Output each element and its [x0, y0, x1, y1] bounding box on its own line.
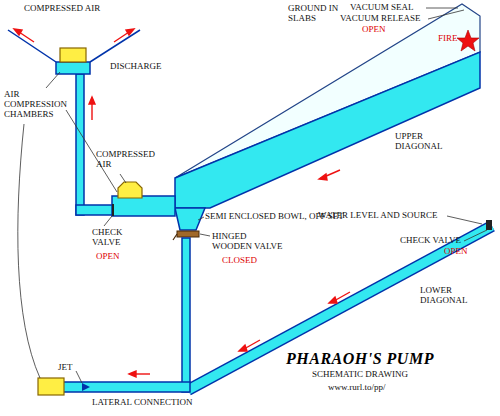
part-label: CHECK VALVE	[400, 236, 461, 246]
middle-air-chamber	[118, 182, 142, 198]
leader-line	[18, 124, 40, 378]
discharge-left	[8, 30, 56, 62]
arrow-head	[239, 345, 247, 351]
top-air-chamber	[60, 48, 86, 62]
part-label: CHECK VALVE	[92, 228, 132, 248]
leader-line	[76, 371, 82, 383]
valve-hinge	[173, 234, 177, 240]
arrow-head	[329, 297, 337, 303]
lower-diagonal-outline	[188, 226, 492, 390]
part-label: HINGED WOODEN VALVE	[212, 232, 284, 252]
top-tank	[56, 62, 90, 74]
middle-tank	[112, 196, 175, 216]
leader-line	[428, 10, 464, 19]
discharge-right	[90, 30, 140, 62]
leader-line	[120, 174, 126, 183]
lower-diagonal-pipe	[188, 226, 492, 390]
arrow-head	[14, 29, 22, 35]
state-label: OPEN	[444, 247, 468, 257]
leader-line	[104, 216, 112, 226]
upper-diagonal-pipe	[175, 52, 480, 208]
state-label: CLOSED	[222, 256, 257, 266]
source-check-valve	[486, 220, 492, 230]
part-label: JET	[58, 363, 73, 373]
riser-pipe	[76, 74, 84, 215]
riser-check-valve	[112, 204, 114, 216]
arrow-head	[126, 29, 134, 35]
down-pipe	[182, 238, 190, 392]
subtitle-label: SCHEMATIC DRAWING	[312, 370, 408, 380]
flow-arrows	[14, 29, 350, 377]
bottom-air-chamber	[38, 378, 64, 395]
jet-nozzle	[82, 383, 90, 391]
part-label: LOWER DIAGONAL	[420, 286, 470, 306]
arrow-head	[129, 371, 136, 377]
semi-enclosed-bowl	[175, 208, 205, 230]
hinged-wooden-valve	[177, 231, 199, 237]
drawing-title: PHARAOH'S PUMP	[286, 350, 434, 368]
part-label: VACUUM RELEASE	[340, 14, 421, 24]
leader-line	[200, 234, 210, 236]
leader-line	[198, 217, 204, 220]
arrow-head	[319, 174, 327, 180]
state-label: FIRE	[438, 34, 458, 44]
leader-line	[464, 230, 487, 241]
url-label: www.rurl.to/pp/	[328, 383, 385, 393]
part-label: LATERAL CONNECTION	[92, 398, 192, 408]
part-label: UPPER DIAGONAL	[395, 132, 445, 152]
leader-lines	[18, 8, 487, 383]
part-label: WATER LEVEL AND SOURCE	[318, 211, 437, 221]
part-label: DISCHARGE	[110, 62, 162, 72]
leader-line	[46, 72, 60, 88]
fire-symbol	[457, 30, 479, 51]
part-label: COMPRESSED AIR	[24, 4, 100, 14]
part-label: VACUUM SEAL	[350, 3, 414, 13]
state-label: OPEN	[362, 25, 386, 35]
part-label: GROUND IN SLABS	[288, 4, 340, 24]
state-label: OPEN	[96, 252, 120, 262]
arrow-head	[89, 97, 95, 104]
leader-line	[426, 8, 458, 9]
part-label: AIR COMPRESSION CHAMBERS	[4, 90, 70, 120]
leader-line	[447, 216, 482, 224]
riser-foot	[76, 205, 114, 215]
part-label: COMPRESSED AIR	[96, 150, 154, 170]
lateral-pipe	[62, 382, 190, 392]
